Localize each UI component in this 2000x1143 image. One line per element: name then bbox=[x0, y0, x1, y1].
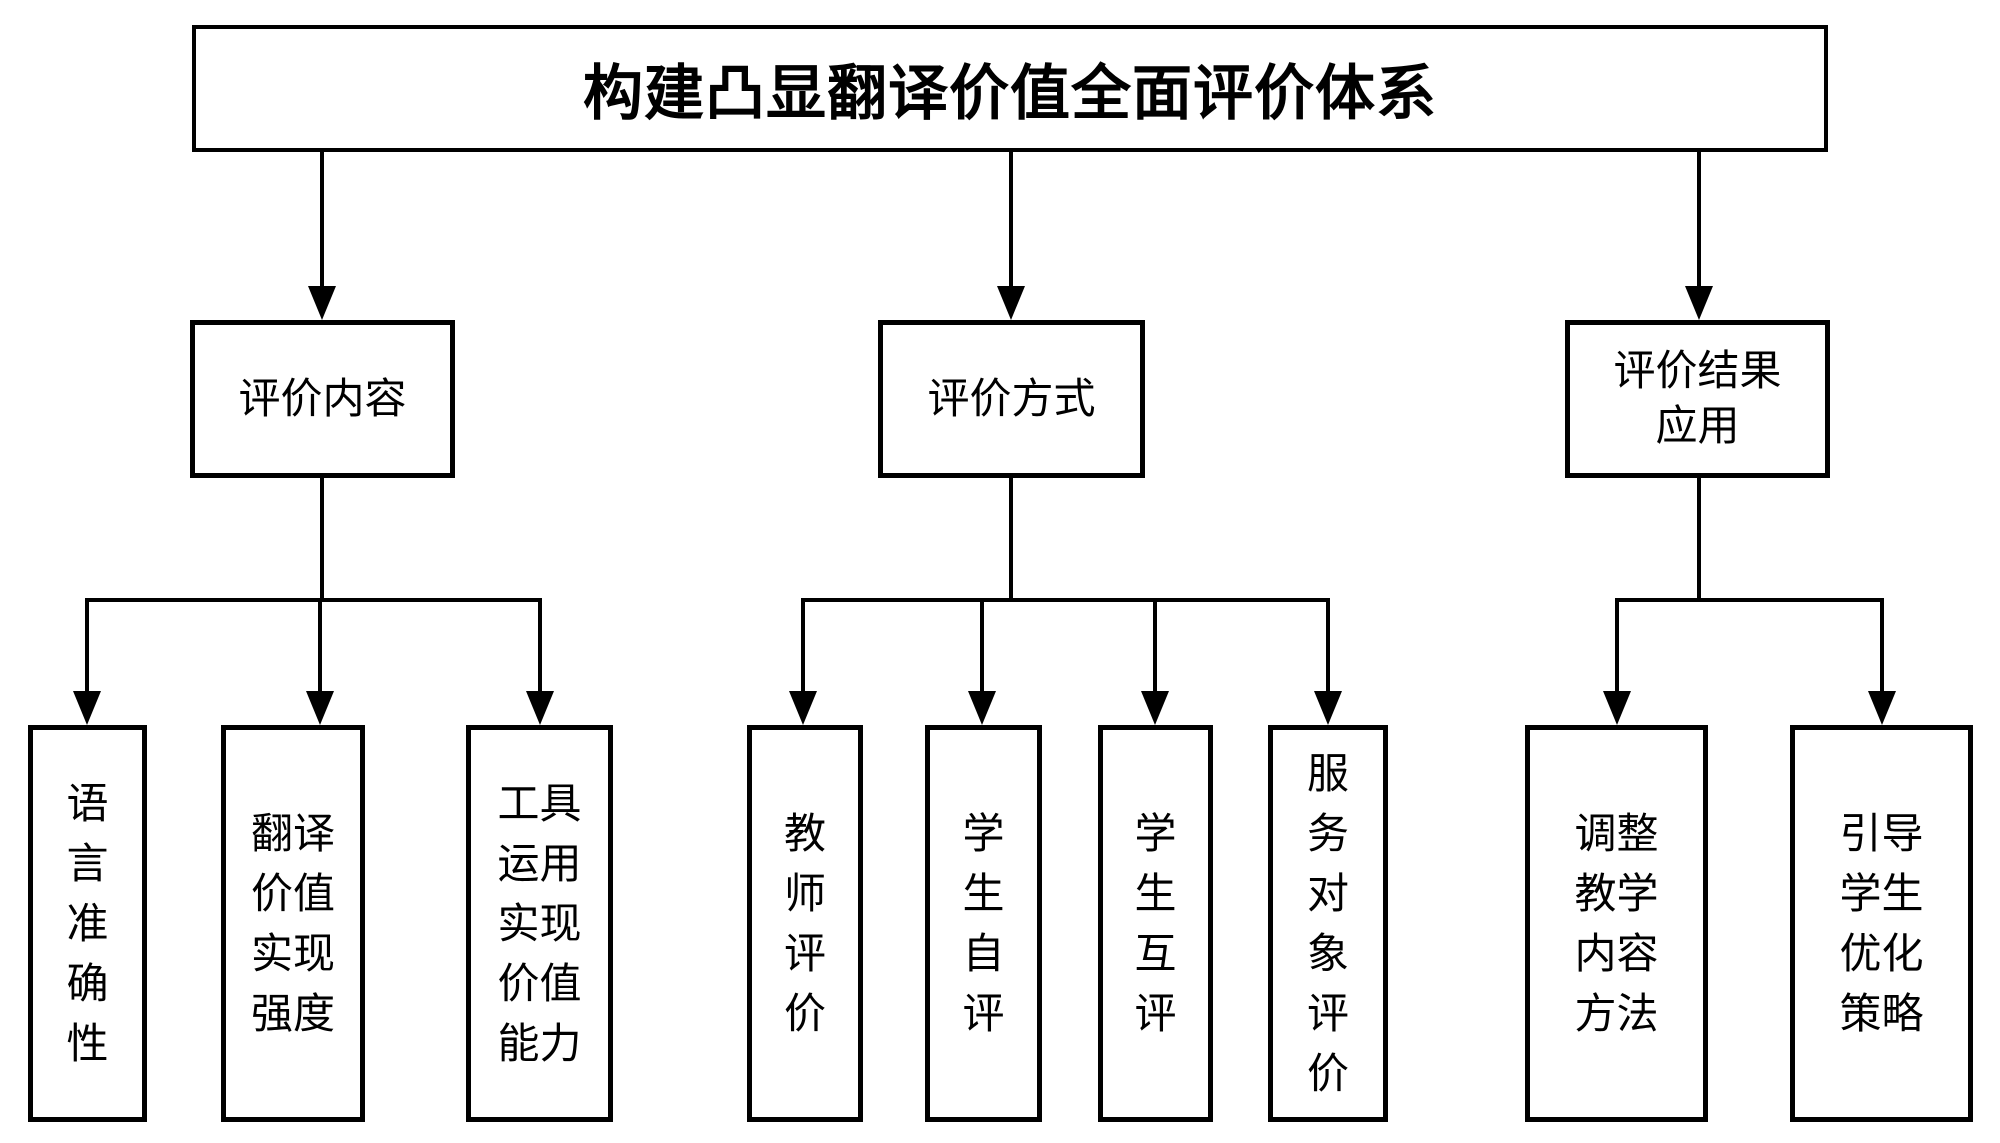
branch-evaluation-content-label: 评价内容 bbox=[238, 374, 407, 422]
branch-evaluation-method: 评价方式 bbox=[878, 320, 1145, 478]
root-to-branch-stems bbox=[320, 152, 1701, 288]
leaf-tool-use-value-ability: 工具运用实现价值能力 bbox=[466, 725, 613, 1122]
leaf-language-accuracy: 语言准确性 bbox=[28, 725, 147, 1122]
branch-content-connectors bbox=[85, 478, 542, 693]
leaf-student-self-evaluation-label: 学生自评 bbox=[962, 809, 1005, 1037]
title-node: 构建凸显翻译价值全面评价体系 bbox=[192, 25, 1828, 152]
leaf-adjust-teaching-content-method: 调整教学内容方法 bbox=[1525, 725, 1708, 1122]
branch-evaluation-method-label: 评价方式 bbox=[927, 374, 1096, 422]
leaf-student-self-evaluation: 学生自评 bbox=[925, 725, 1042, 1122]
leaf-guide-student-optimize-strategy: 引导学生优化策略 bbox=[1790, 725, 1973, 1122]
leaf-tool-use-value-ability-label: 工具运用实现价值能力 bbox=[497, 779, 582, 1067]
title-node-label: 构建凸显翻译价值全面评价体系 bbox=[583, 60, 1437, 127]
leaf-guide-student-optimize-strategy-label: 引导学生优化策略 bbox=[1839, 809, 1924, 1037]
leaf-translation-value-realization-label: 翻译价值实现强度 bbox=[250, 809, 335, 1037]
branch-result-application: 评价结果应用 bbox=[1565, 320, 1830, 478]
branch-arrowheads bbox=[308, 286, 1713, 320]
leaf-service-object-evaluation: 服务对象评价 bbox=[1268, 725, 1388, 1122]
branch-result-application-label: 评价结果应用 bbox=[1613, 347, 1782, 449]
leaf-service-object-evaluation-label: 服务对象评价 bbox=[1306, 749, 1349, 1097]
leaf-student-peer-evaluation-label: 学生互评 bbox=[1134, 809, 1177, 1037]
branch-method-connectors bbox=[801, 478, 1330, 693]
leaf-student-peer-evaluation: 学生互评 bbox=[1098, 725, 1213, 1122]
leaf-arrowheads bbox=[73, 691, 1896, 725]
leaf-translation-value-realization: 翻译价值实现强度 bbox=[221, 725, 365, 1122]
branch-result-connectors bbox=[1615, 478, 1884, 693]
leaf-teacher-evaluation-label: 教师评价 bbox=[783, 809, 826, 1037]
branch-evaluation-content: 评价内容 bbox=[190, 320, 455, 478]
leaf-teacher-evaluation: 教师评价 bbox=[747, 725, 863, 1122]
leaf-language-accuracy-label: 语言准确性 bbox=[66, 779, 109, 1067]
leaf-adjust-teaching-content-method-label: 调整教学内容方法 bbox=[1574, 809, 1659, 1037]
